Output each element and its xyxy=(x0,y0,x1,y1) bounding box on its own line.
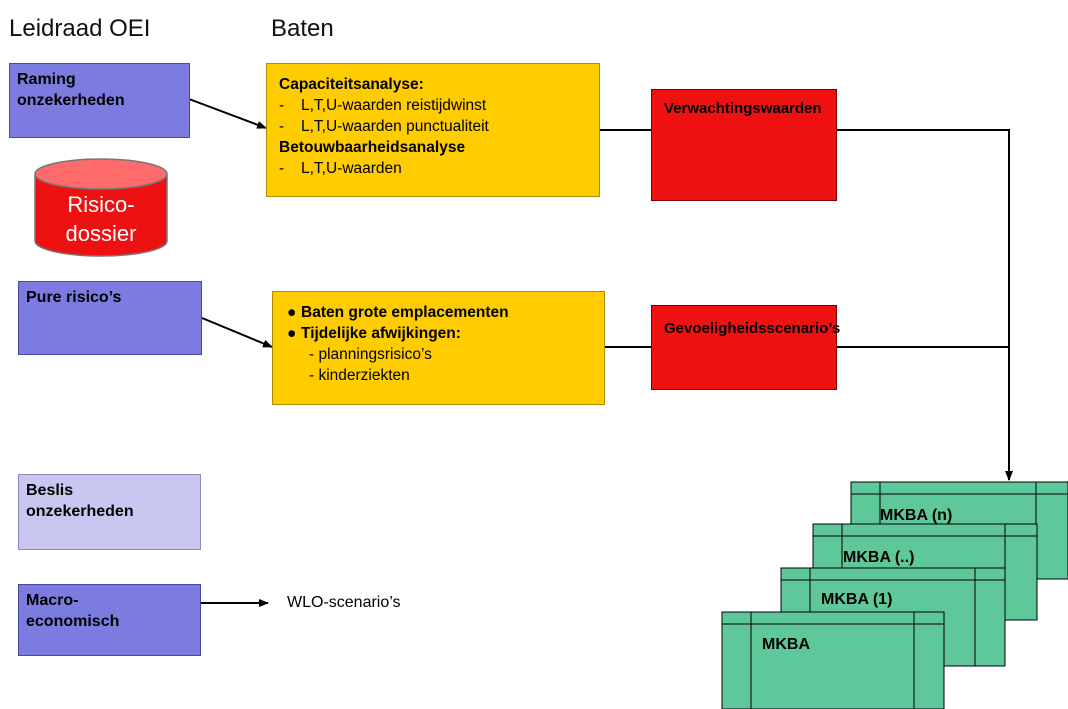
dash-mark: - xyxy=(279,118,285,135)
macro-line-2: economisch xyxy=(26,613,120,630)
capaciteit-item-1-text: L,T,U-waarden reistijdwinst xyxy=(301,97,487,114)
arrow-pure-to-baten xyxy=(201,317,273,348)
gevoeligheidsscenarios-label: Gevoeligheidsscenario’s xyxy=(664,320,841,337)
baten-emplacementen-box: ●Baten grote emplacementen ●Tijdelijke a… xyxy=(272,291,605,405)
dash-mark: - xyxy=(279,160,285,177)
capaciteitsanalyse-box: Capaciteitsanalyse: -L,T,U-waarden reist… xyxy=(266,63,600,197)
mkba-sheet-base xyxy=(721,611,945,709)
bullet-icon: ● xyxy=(287,325,297,342)
cylinder-shape xyxy=(34,158,168,257)
arrow-raming-to-capaciteit xyxy=(188,98,267,129)
beslis-onzekerheden-box: Beslis onzekerheden xyxy=(18,474,201,550)
risicodossier-line-1: Risico- xyxy=(67,192,135,217)
verwachtingswaarden-label: Verwachtingswaarden xyxy=(664,100,822,117)
betrouwbaarheid-item: -L,T,U-waarden xyxy=(279,158,587,179)
mkba-label: MKBA xyxy=(762,636,810,653)
risicodossier-cylinder: Risico- dossier xyxy=(34,157,168,257)
dash-mark: - xyxy=(279,97,285,114)
betrouwbaarheid-title: Betouwbaarheidsanalyse xyxy=(279,139,466,156)
capaciteit-item-2-text: L,T,U-waarden punctualiteit xyxy=(301,118,489,135)
macro-economisch-box: Macro- economisch xyxy=(18,584,201,656)
bullet-icon: ● xyxy=(287,304,297,321)
capaciteit-title: Capaciteitsanalyse: xyxy=(279,76,424,93)
wlo-scenarios-label: WLO-scenario’s xyxy=(287,594,401,611)
risicodossier-line-2: dossier xyxy=(65,221,137,246)
mkba-n-label: MKBA (n) xyxy=(880,507,953,524)
beslis-line-2: onzekerheden xyxy=(26,503,134,520)
pure-risicos-box: Pure risico’s xyxy=(18,281,202,355)
beslis-line-1: Beslis xyxy=(26,482,74,499)
raming-line-1: Raming xyxy=(17,71,76,88)
macro-line-1: Macro- xyxy=(26,592,79,609)
baten-sub-2: - kinderziekten xyxy=(309,367,410,384)
pure-risicos-label: Pure risico’s xyxy=(26,289,122,306)
baten-bullet-1: ●Baten grote emplacementen xyxy=(287,302,590,323)
capaciteit-item-2: -L,T,U-waarden punctualiteit xyxy=(279,116,587,137)
capaciteit-item-1: -L,T,U-waarden reistijdwinst xyxy=(279,95,587,116)
betrouwbaarheid-item-text: L,T,U-waarden xyxy=(301,160,402,177)
heading-baten: Baten xyxy=(271,15,334,42)
mkba-1-label: MKBA (1) xyxy=(821,591,893,608)
verwachtingswaarden-box: Verwachtingswaarden xyxy=(651,89,837,201)
raming-line-2: onzekerheden xyxy=(17,92,125,109)
raming-onzekerheden-box: Raming onzekerheden xyxy=(9,63,190,138)
baten-bullet-2: ●Tijdelijke afwijkingen: xyxy=(287,323,590,344)
mkba-dots-label: MKBA (..) xyxy=(843,549,915,566)
gevoeligheidsscenarios-box: Gevoeligheidsscenario’s xyxy=(651,305,841,390)
baten-sub-1: - planningsrisico’s xyxy=(309,346,432,363)
baten-bullet-2-text: Tijdelijke afwijkingen: xyxy=(301,325,461,342)
baten-bullet-1-text: Baten grote emplacementen xyxy=(301,304,509,321)
heading-leidraad-oei: Leidraad OEI xyxy=(9,15,151,42)
